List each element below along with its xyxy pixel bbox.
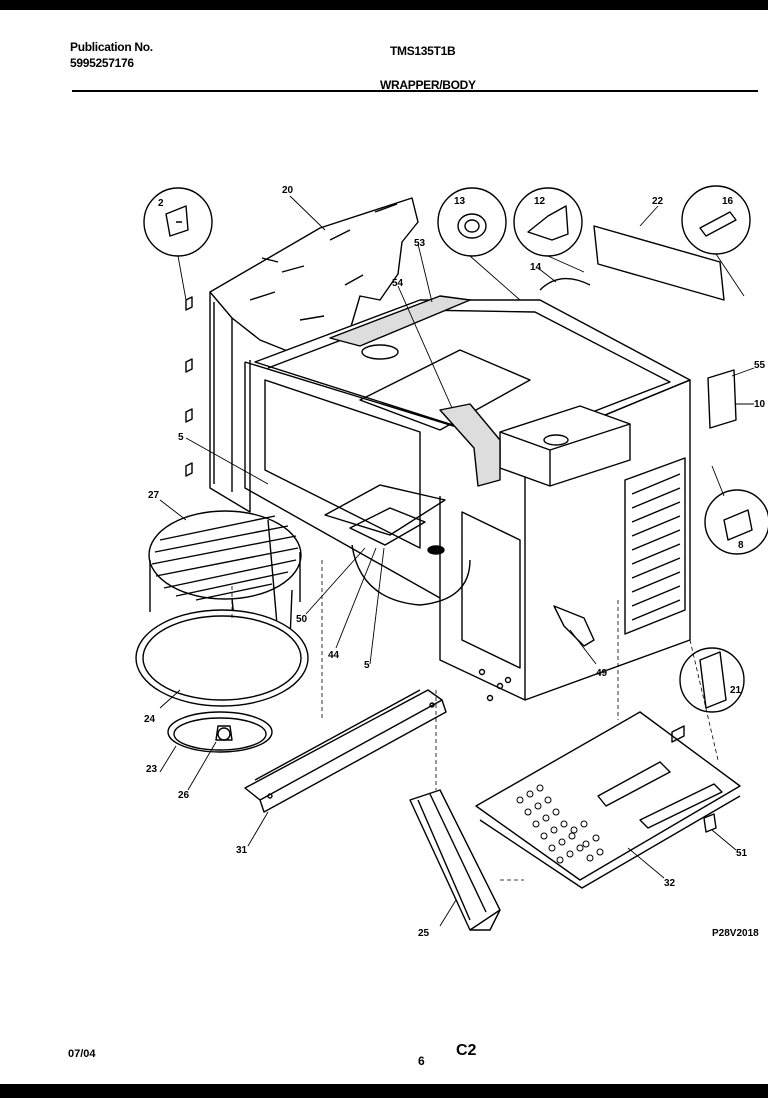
callout-20: 20 bbox=[282, 185, 294, 196]
roller-ring bbox=[167, 711, 273, 753]
top-border-bar bbox=[0, 0, 768, 10]
cavity-floor bbox=[324, 484, 471, 606]
callout-5-upper: 5 bbox=[178, 432, 184, 443]
header-rule bbox=[72, 90, 758, 92]
footer-page-number: 6 bbox=[418, 1054, 425, 1068]
callout-25: 25 bbox=[418, 928, 430, 939]
callout-23: 23 bbox=[146, 764, 158, 775]
callout-26: 26 bbox=[178, 790, 190, 801]
figure-code: P28V2018 bbox=[712, 928, 759, 939]
callout-24: 24 bbox=[144, 714, 156, 725]
model-number: TMS135T1B bbox=[390, 44, 456, 58]
callout-51: 51 bbox=[736, 848, 748, 859]
callout-8: 8 bbox=[738, 540, 744, 551]
callout-32: 32 bbox=[664, 878, 676, 889]
callout-53: 53 bbox=[414, 238, 426, 249]
callout-labels: 2 20 13 12 22 16 53 54 14 55 10 5 27 8 5… bbox=[144, 185, 766, 939]
publication-number: 5995257176 bbox=[70, 56, 134, 70]
callout-12: 12 bbox=[534, 196, 546, 207]
callout-49: 49 bbox=[596, 668, 608, 679]
footer-date: 07/04 bbox=[68, 1048, 96, 1060]
callout-14: 14 bbox=[530, 262, 542, 273]
hardware-clips bbox=[185, 225, 737, 833]
right-side-panel bbox=[524, 379, 691, 701]
callout-27: 27 bbox=[148, 490, 160, 501]
detail-contents bbox=[165, 205, 753, 709]
callout-5-lower: 5 bbox=[364, 660, 370, 671]
publication-label: Publication No. bbox=[70, 40, 153, 54]
gasket-strips bbox=[329, 295, 501, 487]
callout-54: 54 bbox=[392, 278, 404, 289]
callout-16: 16 bbox=[722, 196, 734, 207]
top-cover-panel bbox=[209, 197, 419, 357]
callout-10: 10 bbox=[754, 399, 766, 410]
assembly-guides bbox=[231, 560, 719, 881]
callout-22: 22 bbox=[652, 196, 664, 207]
detail-circles bbox=[143, 185, 768, 713]
callout-21: 21 bbox=[730, 685, 742, 696]
callout-31: 31 bbox=[236, 845, 248, 856]
footer-page-code: C2 bbox=[456, 1042, 477, 1059]
callout-44: 44 bbox=[328, 650, 340, 661]
glass-tray bbox=[135, 609, 309, 707]
bottom-border-bar bbox=[0, 1084, 768, 1098]
callout-55: 55 bbox=[754, 360, 766, 371]
callout-50: 50 bbox=[296, 614, 308, 625]
callout-2: 2 bbox=[158, 198, 164, 209]
bottom-rail bbox=[244, 689, 447, 813]
callout-13: 13 bbox=[454, 196, 466, 207]
section-title: WRAPPER/BODY bbox=[380, 78, 476, 92]
support-bracket bbox=[409, 789, 501, 931]
leader-lines bbox=[159, 195, 755, 927]
base-plate bbox=[475, 711, 741, 889]
